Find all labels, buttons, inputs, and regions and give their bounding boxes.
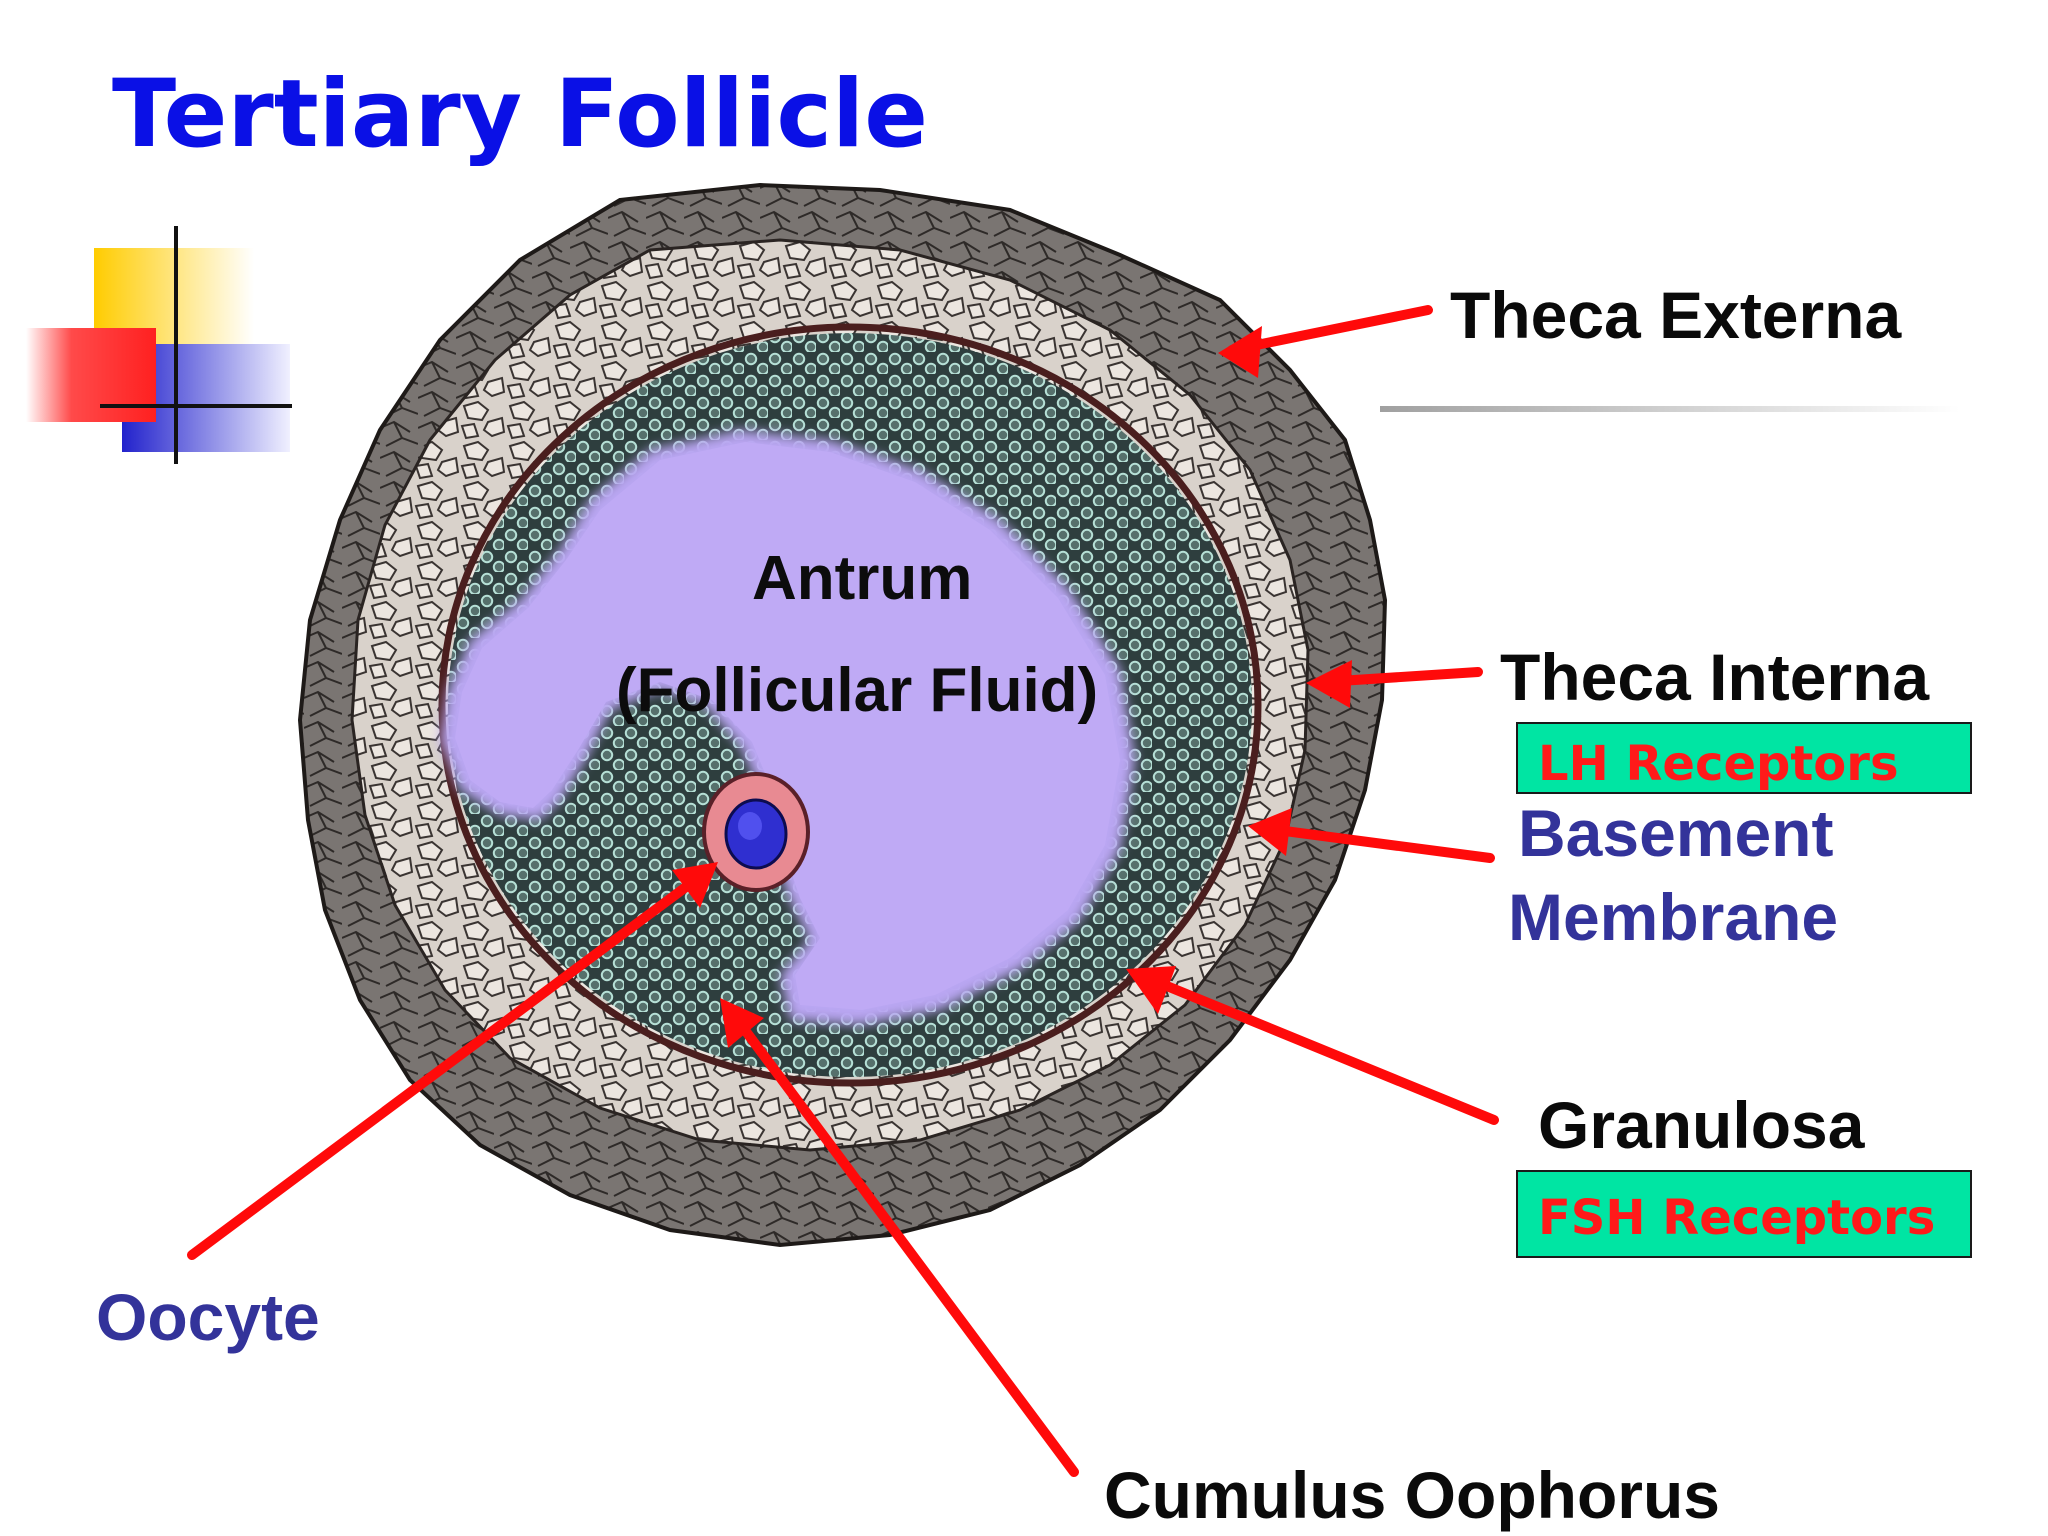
fsh-receptors-label: FSH Receptors <box>1538 1190 1936 1246</box>
theca-interna-label: Theca Interna <box>1500 640 1930 714</box>
cumulus-oophorus-label: Cumulus Oophorus <box>1104 1458 1720 1532</box>
basement-membrane <box>438 323 1262 1087</box>
slide-logo-icon <box>26 226 292 464</box>
arrow-granulosa <box>1135 970 1499 1125</box>
lh-receptors-badge: LH Receptors <box>1516 722 1972 794</box>
pointer-arrows <box>187 305 1499 1477</box>
basement-label-line1: Basement <box>1518 796 1834 870</box>
granulosa-label: Granulosa <box>1538 1088 1865 1162</box>
antrum-label: Antrum <box>752 544 973 613</box>
arrow-oocyte <box>187 867 711 1260</box>
basement-label-line2: Membrane <box>1508 880 1839 954</box>
follicular-fluid-label: (Follicular Fluid) <box>616 656 1099 725</box>
oocyte-label: Oocyte <box>96 1280 320 1354</box>
fsh-receptors-badge: FSH Receptors <box>1516 1170 1972 1258</box>
lh-receptors-label: LH Receptors <box>1538 736 1899 792</box>
separator-line <box>1380 406 1960 412</box>
page-title: Tertiary Follicle <box>112 60 929 169</box>
arrow-cumulus <box>725 1005 1079 1477</box>
arrow-theca-externa <box>1227 305 1433 355</box>
arrow-basement-membrane <box>1257 823 1495 863</box>
theca-externa-label: Theca Externa <box>1450 278 1902 352</box>
